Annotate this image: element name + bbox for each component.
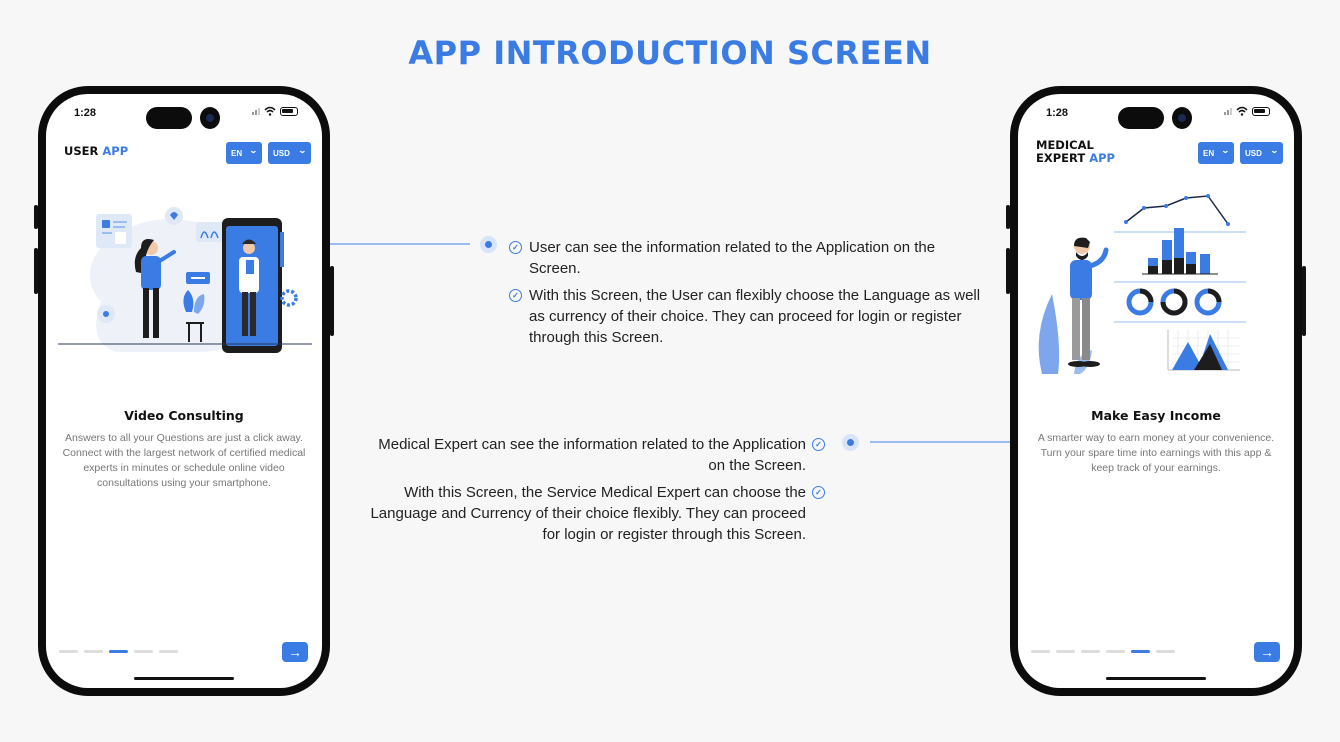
app-label-accent: APP [1089,151,1115,165]
slide-title: Make Easy Income [1091,408,1221,423]
language-value: EN [231,148,243,158]
pagination-dots [1031,650,1175,653]
app-label-line2: EXPERT [1036,151,1086,165]
signal-icon [252,107,260,115]
chevron-down-icon: ⌄ [1221,146,1231,155]
expert-callout-connector [870,441,1010,443]
language-value: EN [1203,148,1215,158]
camera-icon [1172,107,1192,129]
expert-feature-2: With this Screen, the Service Medical Ex… [370,484,806,543]
pagination-dots [59,650,178,653]
wifi-icon [1236,106,1248,116]
language-dropdown[interactable]: EN ⌄ [1198,142,1234,164]
app-label-line1: MEDICAL [1036,138,1094,152]
user-callout-node [480,236,497,253]
arrow-right-icon: → [288,644,302,660]
side-button-right [1302,266,1306,336]
page-dot-active [1131,650,1150,653]
wifi-icon [264,106,276,116]
make-easy-income-illustration [1038,194,1246,374]
side-button-left-2 [34,248,38,294]
page-dot [1156,650,1175,653]
page-dot [1081,650,1100,653]
side-button-right [330,266,334,336]
side-button-left-1 [1006,205,1010,229]
user-app-screen: 1:28 USER APP EN ⌄ USD ⌄ [46,94,322,688]
home-indicator [134,677,234,680]
slide-title: Video Consulting [124,408,244,423]
app-label-accent: APP [102,144,129,158]
check-circle-icon: ✓ [509,241,522,254]
chevron-down-icon: ⌄ [298,146,308,155]
user-app-phone: 1:28 USER APP EN ⌄ USD ⌄ [38,86,330,696]
arrow-right-icon: → [1260,644,1274,660]
currency-dropdown[interactable]: USD ⌄ [1240,142,1283,164]
user-callout-connector [330,243,470,245]
currency-value: USD [1245,148,1262,158]
expert-callout-node [842,434,859,451]
app-label: USER APP [64,145,128,158]
page-dot [1056,650,1075,653]
video-consulting-illustration [58,207,312,353]
page-dot [134,650,153,653]
slide-description: A smarter way to earn money at your conv… [1037,432,1275,474]
expert-feature-1: Medical Expert can see the information r… [378,436,806,474]
page-dot [159,650,178,653]
user-feature-1: User can see the information related to … [529,239,936,277]
status-time: 1:28 [1046,107,1069,119]
medical-expert-app-phone: 1:28 MEDICAL EXPERT APP EN ⌄ USD ⌄ [1010,86,1302,696]
dynamic-island [146,107,192,129]
next-button[interactable]: → [282,642,308,662]
page-dot [59,650,78,653]
signal-icon [1224,107,1232,115]
status-time: 1:28 [74,107,97,119]
app-label-main: USER [64,144,99,158]
chevron-down-icon: ⌄ [249,146,259,155]
side-button-left-1 [34,205,38,229]
page-title: APP INTRODUCTION SCREEN [408,34,932,72]
battery-icon [1252,106,1270,116]
currency-dropdown[interactable]: USD ⌄ [268,142,311,164]
page-dot [1031,650,1050,653]
check-circle-icon: ✓ [509,289,522,302]
battery-icon [280,106,298,116]
dynamic-island [1118,107,1164,129]
page-dot [84,650,103,653]
page-dot-active [109,650,128,653]
status-icons [252,106,298,116]
home-indicator [1106,677,1206,680]
page-dot [1106,650,1125,653]
check-circle-icon: ✓ [812,438,825,451]
next-button[interactable]: → [1254,642,1280,662]
user-feature-2: With this Screen, the User can flexibly … [529,287,981,346]
currency-value: USD [273,148,290,158]
slide-description: Answers to all your Questions are just a… [62,432,306,489]
check-circle-icon: ✓ [812,486,825,499]
app-label: MEDICAL EXPERT APP [1036,139,1115,165]
status-icons [1224,106,1270,116]
chevron-down-icon: ⌄ [1270,146,1280,155]
side-button-left-2 [1006,248,1010,294]
expert-app-screen: 1:28 MEDICAL EXPERT APP EN ⌄ USD ⌄ [1018,94,1294,688]
language-dropdown[interactable]: EN ⌄ [226,142,262,164]
camera-icon [200,107,220,129]
